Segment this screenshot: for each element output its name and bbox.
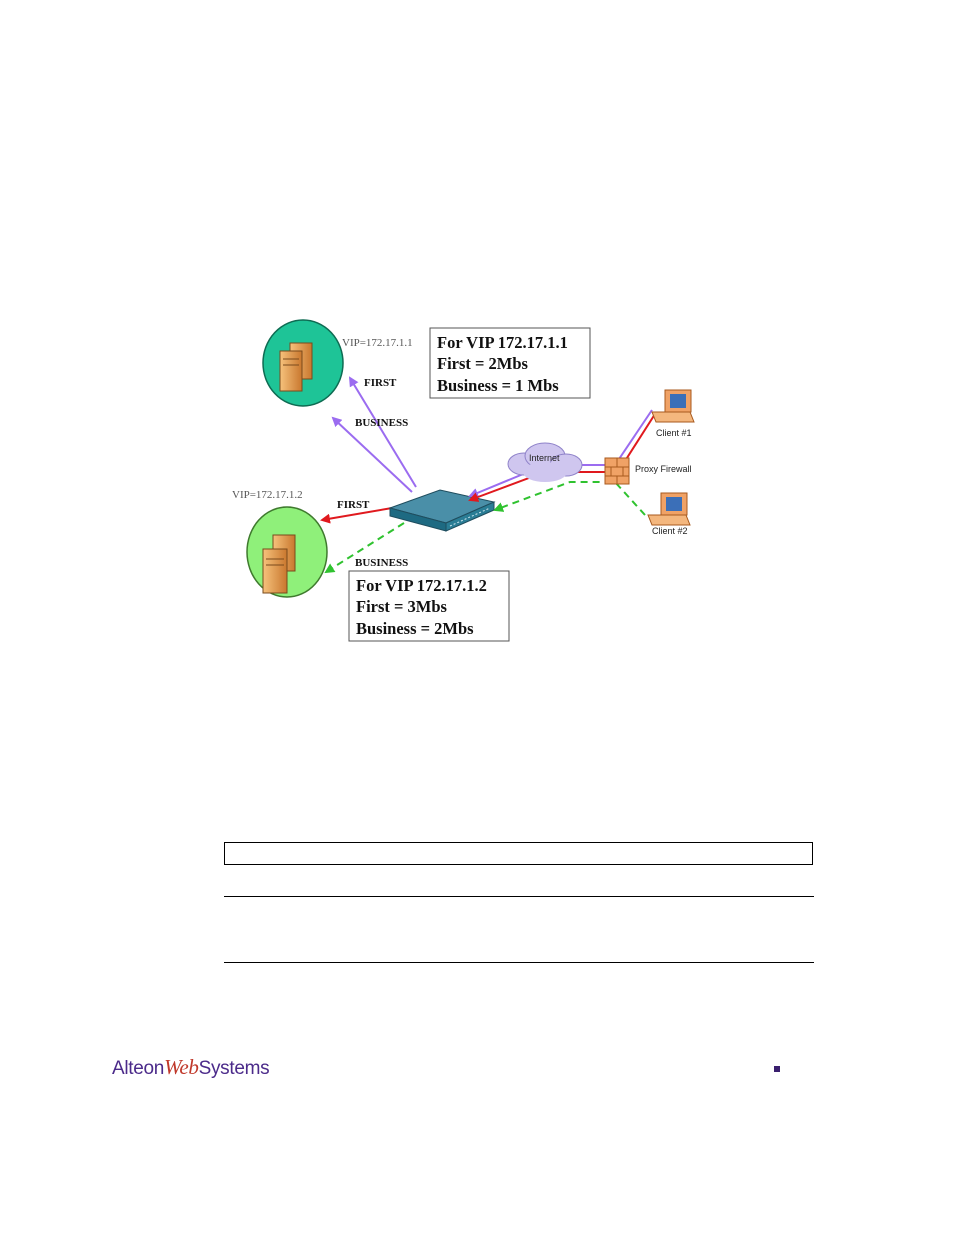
server-icon [262,534,296,594]
footer-bullet-icon [774,1066,780,1072]
client1-label: Client #1 [656,428,692,438]
vip1-info-line-1: For VIP 172.17.1.1 [437,333,568,352]
firewall-icon [604,457,630,485]
vip1-info-box: For VIP 172.17.1.1 First = 2Mbs Business… [429,327,591,399]
vip1-first-label: FIRST [364,377,397,389]
vip2-business-flow [324,522,405,574]
internet-cloud [507,442,583,482]
switch-device [388,489,496,532]
client2-computer-icon [647,492,691,526]
logo-part-1: Alteon [112,1058,165,1079]
vip1-server [262,319,344,407]
vip1-info-line-3: Business = 1 Mbs [437,376,559,395]
vip2-info-box: For VIP 172.17.1.2 First = 3Mbs Business… [348,570,510,642]
client2-label: Client #2 [652,526,688,536]
vip1-label: VIP=172.17.1.1 [342,337,413,349]
client1-first-path [468,413,656,502]
logo-part-2: Web [164,1055,199,1079]
vip2-info-line-3: Business = 2Mbs [356,619,474,638]
server-icon [279,342,313,392]
empty-text-box [224,842,813,865]
vip2-label: VIP=172.17.1.2 [232,489,303,501]
internet-label: Internet [529,453,560,463]
vip2-info-line-1: For VIP 172.17.1.2 [356,576,487,595]
vip1-business-label: BUSINESS [355,417,408,429]
horizontal-rule-top [224,896,814,897]
vip2-info-line-2: First = 3Mbs [356,597,448,616]
logo-part-3: Systems [198,1058,270,1079]
alteon-websystems-logo: AlteonWebSystems [112,1055,270,1080]
vip2-first-flow [320,507,393,524]
client1-computer-icon [651,389,695,423]
vip1-first-flow [348,376,417,488]
vip1-business-flow [331,416,413,493]
vip1-info-line-2: First = 2Mbs [437,354,529,373]
firewall-label: Proxy Firewall [635,464,692,474]
vip2-first-label: FIRST [337,499,370,511]
client2-business-path [493,481,646,516]
vip2-server [246,506,328,598]
horizontal-rule-bottom [224,962,814,963]
vip2-business-label: BUSINESS [355,557,408,569]
